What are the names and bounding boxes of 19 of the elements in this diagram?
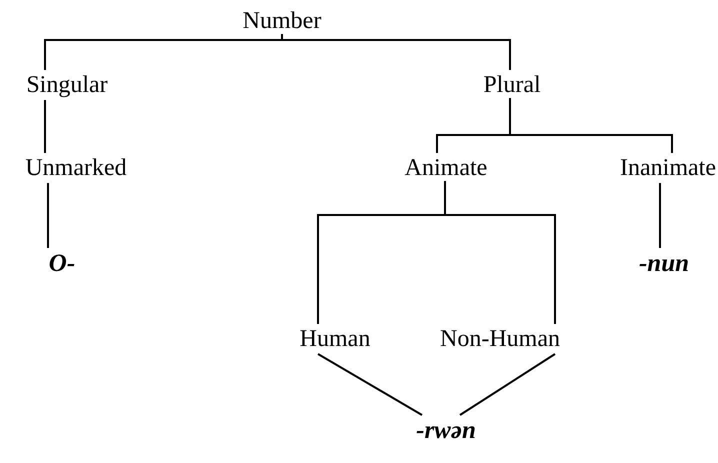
tree-branch-line (318, 353, 422, 416)
tree-branch-line (459, 353, 556, 416)
tree-branch-line (509, 98, 673, 153)
category-label: Inanimate (620, 155, 716, 182)
tree-branch-line (44, 100, 46, 153)
tree-branch-line (281, 34, 511, 70)
morpheme-label: O- (48, 250, 76, 278)
category-label: Plural (483, 72, 541, 98)
category-label: Animate (404, 155, 488, 182)
morpheme-label: -nun (638, 250, 690, 278)
tree-branch-line (659, 183, 661, 248)
tree-branch-line (444, 181, 556, 324)
morpheme-label: -rwən (416, 417, 476, 444)
category-label: Non-Human (440, 326, 560, 352)
category-label: Singular (26, 72, 108, 98)
tree-branch-line (47, 183, 49, 248)
category-label: Human (300, 326, 370, 352)
category-label: Unmarked (25, 155, 127, 182)
category-label: Number (242, 8, 322, 34)
